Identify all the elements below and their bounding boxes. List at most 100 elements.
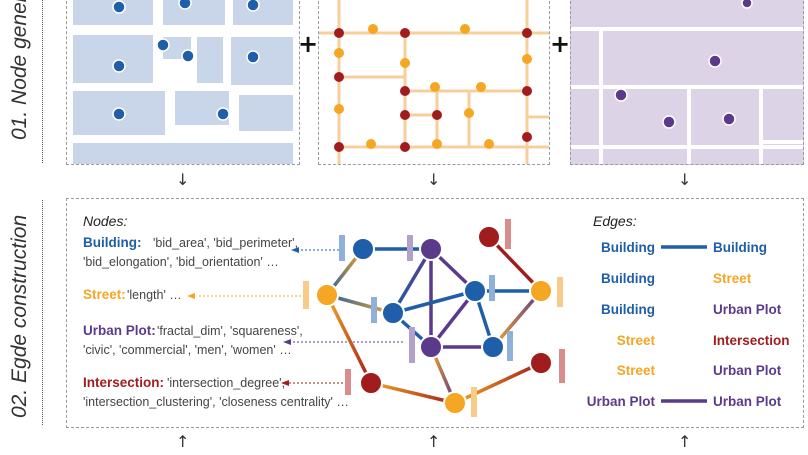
graph-node-street [529, 279, 553, 303]
feature-bar [339, 235, 345, 261]
up-arrow-icon: ↑ [427, 432, 441, 451]
edge-from: Building [601, 271, 655, 286]
street-node [522, 54, 532, 64]
building-node [112, 59, 126, 73]
graph-node-building [463, 279, 487, 303]
node-attrs-street: 'length' … [127, 288, 182, 302]
feature-bar [345, 369, 351, 395]
edge-street-intersection [325, 294, 373, 384]
graph-node-building [351, 237, 375, 261]
node-attrs-intersection-1: 'intersection_degree', [167, 376, 286, 390]
urban-plot-node [708, 54, 722, 68]
node-key-street: Street: [83, 287, 126, 302]
graph-node-urban-plot [419, 335, 443, 359]
node-attrs-urban-plot-2: 'civic', 'commercial', 'men', 'women' … [83, 343, 292, 357]
intersection-node [334, 28, 344, 38]
edge-intersection-street [370, 381, 456, 405]
down-arrow-icon: ↓ [176, 170, 190, 189]
feature-bar [559, 349, 565, 383]
graph-node-urban-plot [419, 237, 443, 261]
node-attrs-building-1: 'bid_area', 'bid_perimeter', [153, 236, 299, 250]
node-key-building: Building: [83, 235, 142, 250]
node-key-urban-plot: Urban Plot: [83, 323, 156, 338]
edge-street-plot [491, 289, 543, 349]
edge-to: Intersection [713, 333, 790, 348]
edges-heading: Edges: [593, 213, 637, 229]
building-map-panel [66, 0, 300, 165]
down-arrow-icon: ↓ [427, 170, 441, 189]
down-arrow-icon: ↓ [678, 170, 692, 189]
edge-to: Urban Plot [713, 363, 782, 378]
street-node [368, 24, 378, 34]
building-node [178, 0, 192, 10]
edge-from: Street [616, 363, 655, 378]
building-node [112, 0, 126, 14]
edge-building-building [392, 289, 476, 315]
feature-bar [557, 277, 563, 307]
street-node [400, 58, 410, 68]
graph-node-intersection [529, 351, 553, 375]
node-attrs-building-2: 'bid_elongation', 'bid_orientation' … [83, 255, 279, 269]
street-node [464, 108, 474, 118]
node-attrs-intersection-2: 'intersection_clustering', 'closeness ce… [83, 395, 349, 409]
street-node [334, 104, 344, 114]
node-key-intersection: Intersection: [83, 375, 165, 390]
feature-bar [505, 219, 511, 249]
graph-node-building [481, 335, 505, 359]
street-node [366, 139, 376, 149]
urban-plot-map-panel [570, 0, 804, 165]
plus-operator: + [298, 30, 319, 58]
intersection-node [400, 142, 410, 152]
edge-intersection-street [487, 235, 543, 293]
urban-plot-node [614, 88, 628, 102]
feature-bar [409, 327, 415, 363]
building-node [246, 0, 260, 12]
edge-to: Urban Plot [713, 394, 782, 409]
street-node [432, 139, 442, 149]
stage-label-edge-construction: 02. Egde construction [8, 214, 31, 418]
intersection-node [334, 142, 344, 152]
graph-node-intersection [477, 225, 501, 249]
feature-bar [489, 275, 495, 301]
street-node [430, 82, 440, 92]
edge-to: Building [713, 240, 767, 255]
feature-bar [407, 235, 413, 261]
street-node [476, 82, 486, 92]
street-node [484, 139, 494, 149]
building-node [181, 49, 195, 63]
urban-plot-map [571, 0, 803, 164]
intersection-node [522, 28, 532, 38]
edge-from: Building [601, 240, 655, 255]
plus-operator: + [550, 30, 571, 58]
feature-bar [471, 387, 477, 417]
intersection-node [432, 110, 442, 120]
graph-node-building [381, 301, 405, 325]
edge-from: Building [601, 302, 655, 317]
urban-plot-node [722, 112, 736, 126]
building-node [216, 107, 230, 121]
graph-node-street [443, 391, 467, 415]
intersection-node [400, 110, 410, 120]
edge-street-intersection [454, 361, 542, 405]
street-node [334, 48, 344, 58]
feature-bar [371, 297, 377, 323]
building-node [156, 38, 170, 52]
edge-to: Street [713, 271, 752, 286]
urban-plot-node [662, 115, 676, 129]
intersection-node [400, 28, 410, 38]
street-node [460, 24, 470, 34]
graph-node-intersection [359, 371, 383, 395]
stage-label-node-generation: 01. Node generation [8, 0, 31, 140]
nodes-heading: Nodes: [83, 213, 128, 229]
edge-to: Urban Plot [713, 302, 782, 317]
intersection-node [522, 132, 532, 142]
edge-construction-panel: Nodes: Building: 'bid_area', 'bid_perime… [66, 198, 804, 428]
intersection-node [522, 86, 532, 96]
urban-plot-node [741, 0, 753, 9]
intersection-node [400, 86, 410, 96]
edge-from: Urban Plot [586, 394, 655, 409]
building-map [73, 0, 293, 164]
graph-node-street [315, 283, 339, 307]
building-node [246, 50, 260, 64]
feature-bar [507, 331, 513, 361]
